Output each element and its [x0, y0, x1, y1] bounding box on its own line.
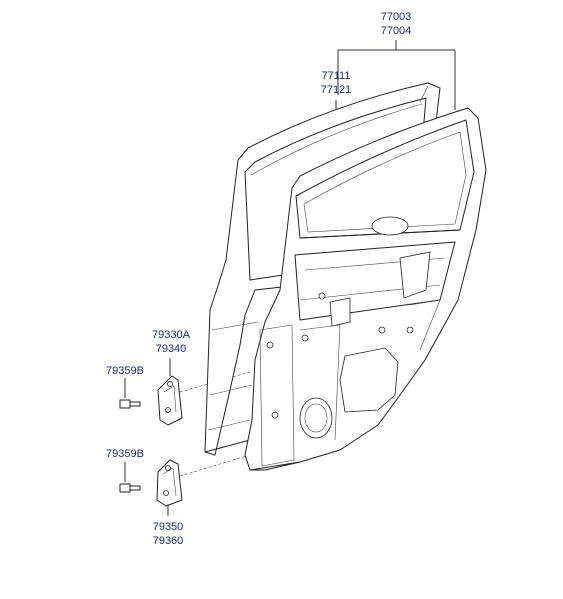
- callout-door-panel-line2: 77121: [320, 84, 352, 96]
- access-hole-large: [339, 347, 399, 413]
- mount-hole: [406, 326, 414, 334]
- callout-lower-hinge-line2: 79360: [152, 535, 184, 547]
- dash-lower-hinge: [179, 454, 251, 477]
- access-hole-upper-right: [399, 251, 431, 299]
- callout-lower-hinge-line1: 79350: [152, 521, 184, 533]
- upper-hinge: [157, 375, 183, 426]
- callout-door-assembly-line1: 77003: [380, 11, 412, 23]
- hinge-hole: [167, 381, 173, 387]
- access-hole-top: [371, 216, 409, 236]
- mount-hole: [271, 411, 279, 419]
- callout-bolt-upper: 79359B: [102, 364, 148, 378]
- hinge-hole: [163, 490, 169, 496]
- leader-lines: [124, 40, 456, 516]
- mount-hole: [301, 334, 309, 342]
- hinge-hole: [165, 465, 171, 471]
- callout-door-assembly: 77003 77004: [377, 10, 415, 38]
- callout-upper-hinge-line2: 79340: [155, 343, 187, 355]
- mount-hole: [266, 341, 274, 349]
- callout-bolt-lower: 79359B: [102, 447, 148, 461]
- mount-hole: [378, 326, 386, 334]
- upper-bolt: [119, 399, 141, 409]
- callout-bolt-upper-line1: 79359B: [106, 365, 144, 377]
- lower-hinge: [156, 459, 183, 507]
- access-hole-small: [329, 297, 351, 327]
- callout-upper-hinge-line1: 79330A: [152, 329, 190, 341]
- lower-bolt: [119, 483, 141, 493]
- callout-bolt-lower-line1: 79359B: [106, 448, 144, 460]
- mount-hole: [318, 292, 326, 300]
- door-inner-frame: [244, 107, 487, 471]
- callout-door-assembly-line2: 77004: [380, 25, 412, 37]
- hinge-hole: [165, 407, 171, 413]
- callout-lower-hinge: 79350 79360: [148, 520, 188, 548]
- callout-upper-hinge: 79330A 79340: [148, 328, 194, 356]
- callout-door-panel: 77111 77121: [317, 69, 355, 97]
- callout-door-panel-line1: 77111: [321, 70, 351, 82]
